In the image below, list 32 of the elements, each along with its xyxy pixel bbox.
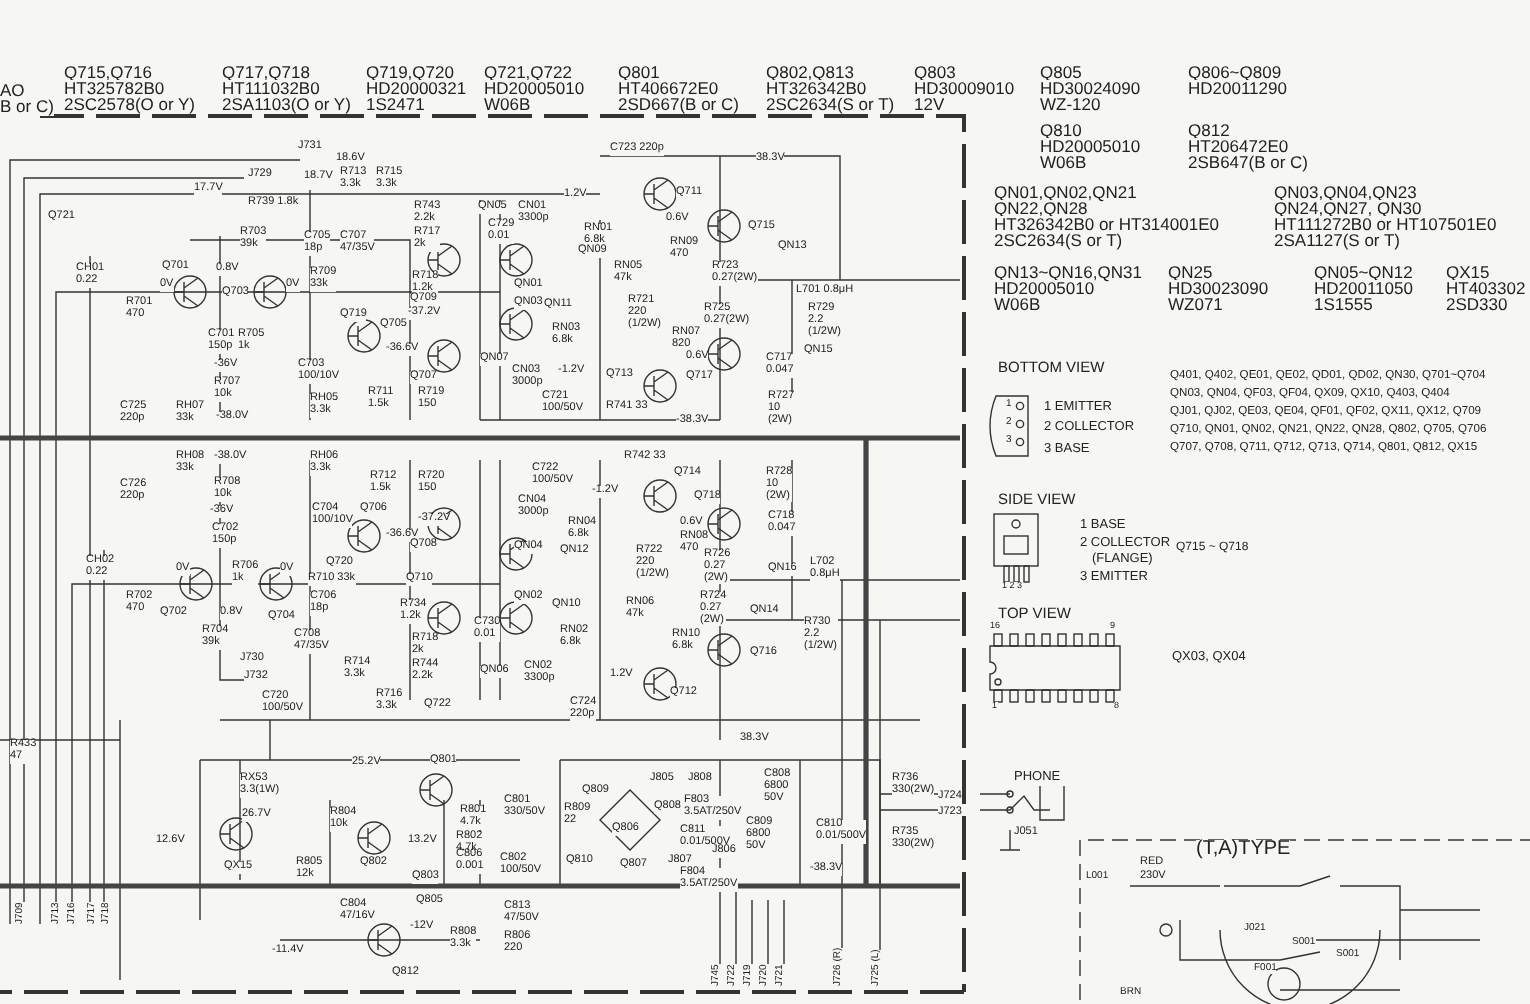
part-number-text: 2SD330 [1446, 296, 1508, 314]
part-number-text: HD20011290 [1188, 80, 1287, 98]
part-number-text: 2SB647(B or C) [1188, 154, 1308, 172]
part-number-text: W06B [484, 96, 531, 114]
part-number-text: HD30024090 [1040, 80, 1141, 98]
part-number-text: HT111272B0 or HT107501E0 [1274, 216, 1497, 234]
part-number-text: 1S1555 [1314, 296, 1373, 314]
part-number-text: 2SD667(B or C) [618, 96, 739, 114]
part-number-text: HD20011050 [1314, 280, 1413, 298]
part-number-text: B or C) [0, 98, 54, 116]
part-number-text: QN01,QN02,QN21 [994, 184, 1137, 202]
part-number-text: HT403302 [1446, 280, 1526, 298]
part-number-text: HD20005010 [1040, 138, 1141, 156]
part-number-text: HD20005010 [994, 280, 1095, 298]
part-number-text: W06B [1040, 154, 1087, 172]
view-heading: (T,A)TYPE [1196, 840, 1291, 861]
part-number-text: QN13~QN16,QN31 [994, 264, 1142, 282]
part-number-text: 1S2471 [366, 96, 425, 114]
part-number-text: 2SA1103(O or Y) [222, 96, 351, 114]
part-number-text: HT326342B0 or HT314001E0 [994, 216, 1219, 234]
part-number-text: HD20005010 [484, 80, 585, 98]
part-number-text: W06B [994, 296, 1041, 314]
part-number-text: WZ-120 [1040, 96, 1101, 114]
part-number-text: 2SC2634(S or T) [766, 96, 895, 114]
part-number-text: HD20000321 [366, 80, 467, 98]
part-number-text: WZ071 [1168, 296, 1223, 314]
part-number-text: HD30009010 [914, 80, 1015, 98]
part-number-text: 2SC2634(S or T) [994, 232, 1123, 250]
part-number-text: 2SC2578(O or Y) [64, 96, 196, 114]
part-number-text: 2SA1127(S or T) [1274, 232, 1400, 250]
part-number-text: HD30023090 [1168, 280, 1269, 298]
part-number-text: 12V [914, 96, 945, 114]
